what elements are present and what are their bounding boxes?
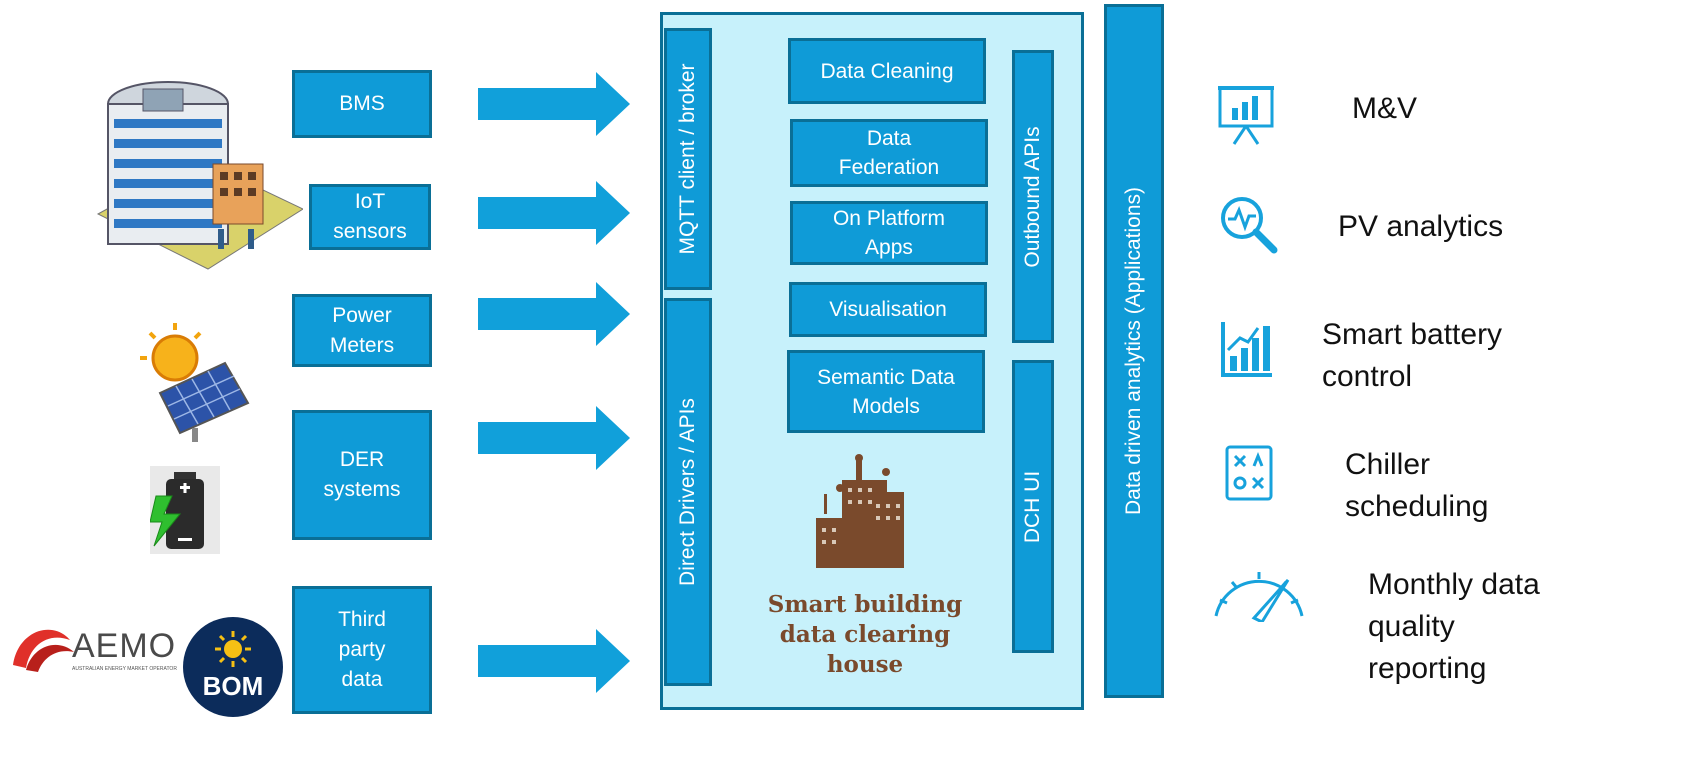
growth-chart-icon (1221, 322, 1272, 377)
app-mv: M&V (1352, 92, 1418, 125)
outbound-apis-bar: Outbound APIs (1012, 50, 1054, 343)
battery-charging-icon (150, 466, 220, 554)
module-on-platform-apps: On Platform Apps (790, 201, 988, 265)
presentation-chart-icon (1218, 86, 1274, 145)
arrow-bms (478, 72, 630, 136)
app-chiller-scheduling: Chiller scheduling (1345, 448, 1489, 523)
solar-panel-icon (140, 323, 250, 442)
app-monthly-data-quality-reporting: Monthly data quality reporting (1368, 568, 1540, 685)
arrow-iot (478, 181, 630, 245)
source-der-systems: DER systems (292, 410, 432, 540)
gauge-icon (1214, 572, 1304, 622)
arrow-der (478, 406, 630, 470)
dch-title: Smart building data clearing house (767, 591, 963, 678)
module-data-federation: Data Federation (790, 119, 988, 187)
aemo-logo-text: AEMO (72, 627, 177, 665)
bom-logo: BOM (183, 617, 283, 717)
outbound-apis-label: Outbound APIs (1021, 125, 1044, 268)
aemo-swirl-icon (13, 629, 74, 672)
module-semantic-data-models: Semantic Data Models (787, 350, 985, 433)
source-power-meters: Power Meters (292, 294, 432, 367)
source-iot-sensors: IoT sensors (309, 184, 431, 250)
mqtt-bar: MQTT client / broker (664, 28, 712, 290)
module-data-cleaning: Data Cleaning (788, 38, 986, 104)
aemo-logo: AEMO AUSTRALIAN ENERGY MARKET OPERATOR (72, 628, 182, 684)
source-third-party-data: Third party data (292, 586, 432, 714)
smart-city-icon (816, 454, 904, 568)
dch-ui-bar: DCH UI (1012, 360, 1054, 653)
data-driven-analytics-label: Data driven analytics (Applications) (1122, 187, 1145, 515)
aemo-logo-subtext: AUSTRALIAN ENERGY MARKET OPERATOR (72, 666, 177, 672)
source-bms: BMS (292, 70, 432, 138)
strategy-board-icon (1225, 445, 1273, 501)
arrow-third-party (478, 629, 630, 693)
arrow-power-meters (478, 282, 630, 346)
office-building-icon (96, 81, 303, 270)
module-visualisation: Visualisation (789, 282, 987, 337)
direct-drivers-bar: Direct Drivers / APIs (664, 298, 712, 686)
magnifier-pulse-icon (1221, 197, 1278, 254)
data-driven-analytics-bar: Data driven analytics (Applications) (1104, 4, 1164, 698)
sun-icon (215, 631, 251, 667)
dch-ui-label: DCH UI (1021, 470, 1044, 543)
app-smart-battery-control: Smart battery control (1322, 318, 1503, 393)
direct-drivers-label: Direct Drivers / APIs (676, 398, 699, 586)
bom-logo-text: BOM (202, 671, 264, 701)
app-pv-analytics: PV analytics (1338, 210, 1504, 243)
mqtt-label: MQTT client / broker (676, 63, 699, 255)
